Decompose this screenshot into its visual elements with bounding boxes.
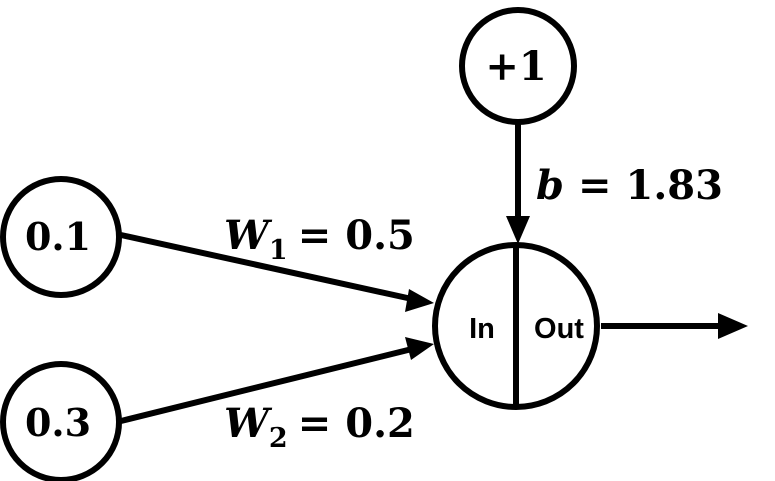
weight-2-equals: =	[298, 400, 332, 447]
input-node-1: 0.1	[0, 176, 122, 298]
bias-equals: =	[578, 162, 612, 209]
weight-1-value: 0.5	[345, 212, 415, 259]
weight-label-1: W1 = 0.5	[224, 212, 415, 266]
weight-2-index: 2	[269, 423, 288, 454]
bias-value: 1.83	[625, 162, 722, 209]
bias-node: +1	[459, 7, 577, 125]
neuron-node: In Out	[432, 242, 600, 410]
input-node-2-value: 0.3	[25, 400, 91, 445]
bias-label: b = 1.83	[536, 162, 723, 209]
bias-node-label: +1	[485, 43, 546, 90]
arrowhead-input-1	[405, 289, 434, 312]
edge-input-1-to-neuron	[120, 232, 413, 302]
neuron-out-label: Out	[534, 313, 584, 345]
weight-1-index: 1	[269, 235, 288, 266]
weight-1-equals: =	[298, 212, 332, 259]
weight-label-2: W2 = 0.2	[224, 400, 415, 454]
weight-1-symbol: W	[224, 212, 273, 259]
bias-node-circle	[459, 7, 577, 125]
weight-2-value: 0.2	[345, 400, 415, 447]
neuron-in-label: In	[469, 313, 495, 345]
arrowhead-output	[718, 313, 748, 339]
arrowhead-bias	[506, 216, 530, 244]
arrowhead-input-2	[405, 337, 434, 360]
input-node-1-value: 0.1	[25, 214, 91, 259]
edge-input-2-to-neuron	[120, 346, 413, 424]
weight-2-symbol: W	[224, 400, 273, 447]
input-node-2: 0.3	[0, 361, 122, 481]
input-node-1-circle	[0, 176, 122, 298]
input-node-2-circle	[0, 361, 122, 481]
bias-symbol: b	[536, 162, 564, 209]
